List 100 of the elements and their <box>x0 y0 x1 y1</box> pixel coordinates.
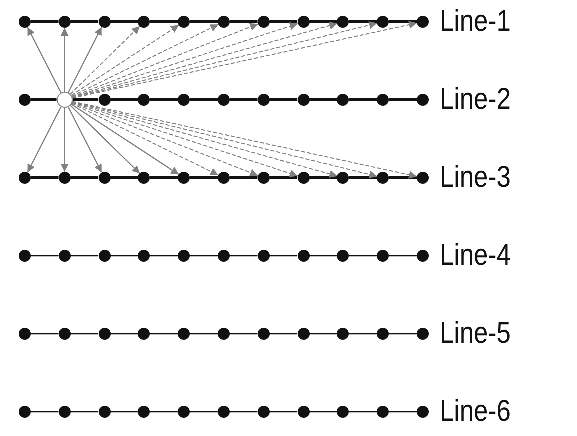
node-dot <box>178 94 190 106</box>
line-segment <box>270 98 298 102</box>
line-segment <box>150 255 178 257</box>
line-segment <box>270 20 298 24</box>
line-segment <box>110 98 138 102</box>
node-dot <box>178 328 190 340</box>
node-dot <box>218 172 230 184</box>
arrow <box>72 22 298 98</box>
line-segment <box>349 333 378 335</box>
line-segment <box>389 411 417 413</box>
line-label: Line-3 <box>440 161 511 195</box>
node-dot <box>377 16 390 28</box>
node-dot <box>138 406 150 418</box>
line-label: Line-5 <box>440 317 511 351</box>
node-dot <box>258 94 270 106</box>
line-segment <box>110 333 138 335</box>
node-dot <box>417 328 429 340</box>
node-dot <box>298 328 310 340</box>
node-dot <box>377 406 390 418</box>
node-dot <box>258 250 270 262</box>
line-segment <box>349 411 378 413</box>
node-dot <box>377 328 390 340</box>
line-segment <box>190 333 218 335</box>
line-segment <box>310 255 338 257</box>
node-dot <box>417 250 429 262</box>
line-segment <box>150 176 178 180</box>
node-dot <box>258 406 270 418</box>
node-dot <box>218 94 230 106</box>
node-dot <box>98 94 111 106</box>
line-segment <box>230 255 258 257</box>
line-segment <box>230 98 258 102</box>
arrow <box>68 27 102 94</box>
line-label: Line-6 <box>440 395 511 429</box>
line-segment <box>270 333 298 335</box>
line-segment <box>110 255 138 257</box>
arrow <box>71 24 180 96</box>
line-segment <box>150 411 178 413</box>
line-segment <box>70 176 99 180</box>
node-dot <box>417 172 429 184</box>
node-dot <box>337 250 350 262</box>
line-segment <box>389 98 417 102</box>
node-dot <box>337 406 350 418</box>
line-segment <box>31 176 59 180</box>
line-segment <box>110 176 138 180</box>
node-dot <box>98 406 111 418</box>
line-segment <box>270 176 298 180</box>
arrow <box>72 102 298 178</box>
line-segment <box>270 411 298 413</box>
line-segment <box>310 411 338 413</box>
node-dot <box>138 250 150 262</box>
node-dot <box>98 16 111 28</box>
line-segment <box>31 20 59 24</box>
line-segment <box>389 176 417 180</box>
node-dot <box>377 172 390 184</box>
line-segment <box>230 411 258 413</box>
node-dot <box>19 172 31 184</box>
node-dot <box>337 328 350 340</box>
node-dot <box>298 16 310 28</box>
node-dot <box>19 328 31 340</box>
arrow <box>68 106 102 173</box>
node-dot <box>337 172 350 184</box>
node-dot <box>298 250 310 262</box>
node-dot <box>258 172 270 184</box>
node-dot <box>19 250 31 262</box>
line-segment <box>230 176 258 180</box>
line-segment <box>150 20 178 24</box>
node-dot <box>258 328 270 340</box>
arrow <box>71 104 180 176</box>
node-dot <box>19 406 31 418</box>
node-dot <box>138 16 150 28</box>
arrow <box>72 23 259 98</box>
line-segment <box>110 20 138 24</box>
node-dot <box>377 94 390 106</box>
line-segment <box>190 255 218 257</box>
node-dot <box>178 406 190 418</box>
line-segment <box>349 255 378 257</box>
line-segment <box>310 98 338 102</box>
node-dot <box>178 16 190 28</box>
arrow <box>27 27 62 94</box>
line-label: Line-1 <box>440 5 511 39</box>
line-segment <box>389 20 417 24</box>
node-dot <box>377 250 390 262</box>
line-segment <box>230 333 258 335</box>
node-dot <box>337 94 350 106</box>
node-dot <box>19 16 31 28</box>
line-segment <box>70 255 99 257</box>
node-dot <box>298 94 310 106</box>
line-segment <box>190 411 218 413</box>
node-dot <box>178 250 190 262</box>
arrow <box>27 106 62 173</box>
node-dot <box>58 406 71 418</box>
node-dot <box>298 406 310 418</box>
node-dot <box>58 250 71 262</box>
line-segment <box>70 20 99 24</box>
node-dot <box>417 406 429 418</box>
node-dot <box>218 16 230 28</box>
node-dot <box>98 328 111 340</box>
node-dot <box>337 16 350 28</box>
line-segment <box>31 333 59 335</box>
line-segment <box>70 411 99 413</box>
